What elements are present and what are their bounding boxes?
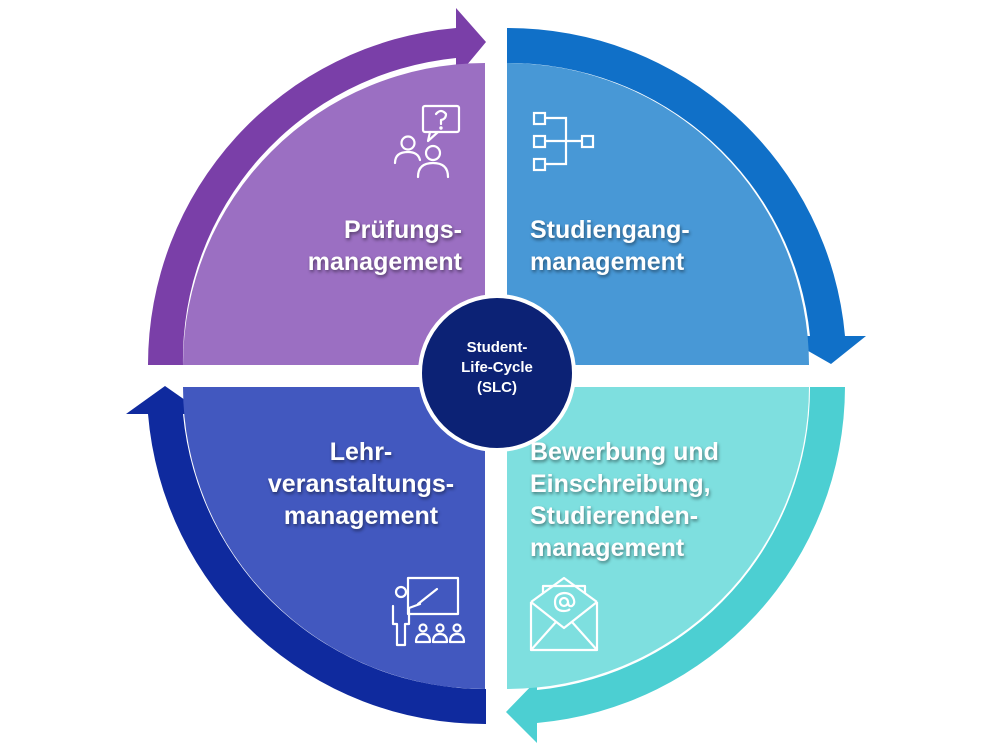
label-bl-line2: veranstaltungs- bbox=[267, 470, 455, 498]
center-line2: Life-Cycle bbox=[461, 359, 533, 376]
label-lehrveranstaltungsmanagement: Lehr- veranstaltungs- management bbox=[256, 436, 466, 532]
center-line1: Student- bbox=[466, 339, 528, 356]
ring-arrow-teal bbox=[506, 387, 845, 743]
label-studiengangmanagement: Studiengang- management bbox=[530, 214, 690, 278]
ring-arrow-navy bbox=[126, 386, 486, 725]
email-envelope-icon bbox=[529, 576, 599, 652]
quadrant-fill-purple bbox=[183, 63, 485, 365]
label-br-line4: management bbox=[530, 534, 685, 562]
label-br-line3: Studierenden- bbox=[530, 502, 699, 530]
people-question-icon bbox=[393, 104, 461, 179]
ring-arrow-purple bbox=[147, 8, 486, 365]
hierarchy-icon bbox=[532, 111, 595, 172]
ring-arrow-blue bbox=[507, 27, 866, 364]
label-br-line1: Bewerbung und bbox=[530, 438, 719, 466]
label-br-line2: Einschreibung, bbox=[530, 470, 711, 498]
label-tl-line1: Prüfungs- bbox=[343, 216, 462, 244]
label-tr-line1: Studiengang- bbox=[530, 216, 690, 244]
label-tr-line2: management bbox=[530, 248, 685, 276]
label-bl-line1: Lehr- bbox=[329, 438, 393, 466]
label-pruefungsmanagement: Prüfungs- management bbox=[308, 214, 462, 278]
center-line3: (SLC) bbox=[477, 379, 517, 396]
label-bl-line3: management bbox=[283, 502, 439, 530]
quadrant-fill-navy bbox=[183, 387, 485, 689]
center-label-slc: Student- Life-Cycle (SLC) bbox=[420, 338, 574, 398]
label-bewerbung-einschreibung: Bewerbung und Einschreibung, Studierende… bbox=[530, 436, 719, 564]
label-tl-line2: management bbox=[307, 248, 462, 276]
presentation-icon bbox=[391, 576, 466, 647]
center-circle bbox=[418, 294, 576, 452]
quadrant-studiengangmanagement bbox=[507, 27, 866, 365]
quadrant-pruefungsmanagement bbox=[147, 8, 486, 365]
